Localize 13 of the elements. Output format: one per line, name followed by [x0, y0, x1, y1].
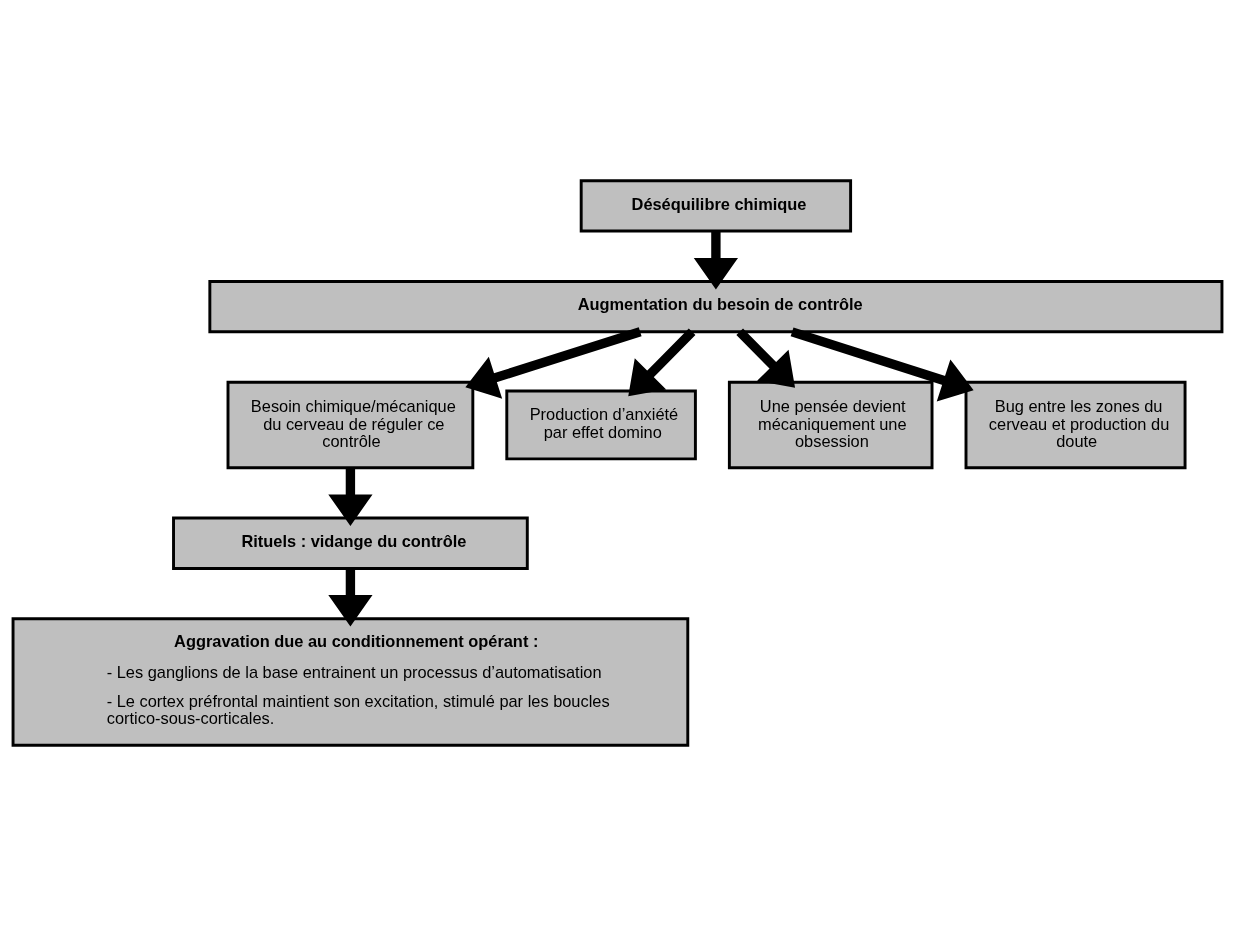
arrow [328, 568, 373, 627]
node-box: Production d’anxiété par effet domino [505, 389, 697, 461]
node-box: Rituels : vidange du contrôle [172, 516, 529, 570]
node-box: Déséquilibre chimique [579, 179, 853, 233]
node-box: Aggravation due au conditionnement opérant : - Les ganglions de la base entrainent un processus d’automatisation - Le cortex préfrontal maintient son excitation, stimulé par les boucles cortico-sous-corticales. [11, 617, 690, 747]
node-box: Une pensée devient mécaniquement une obsession [727, 380, 934, 470]
node-box: Bug entre les zones du cerveau et production du doute [964, 380, 1187, 470]
node-box: Augmentation du besoin de contrôle [208, 279, 1224, 334]
arrow [628, 328, 696, 397]
arrow [693, 231, 738, 290]
arrow [736, 328, 796, 388]
arrow [328, 467, 373, 526]
node-box: Besoin chimique/mécanique du cerveau de réguler ce contrôle [226, 380, 475, 470]
